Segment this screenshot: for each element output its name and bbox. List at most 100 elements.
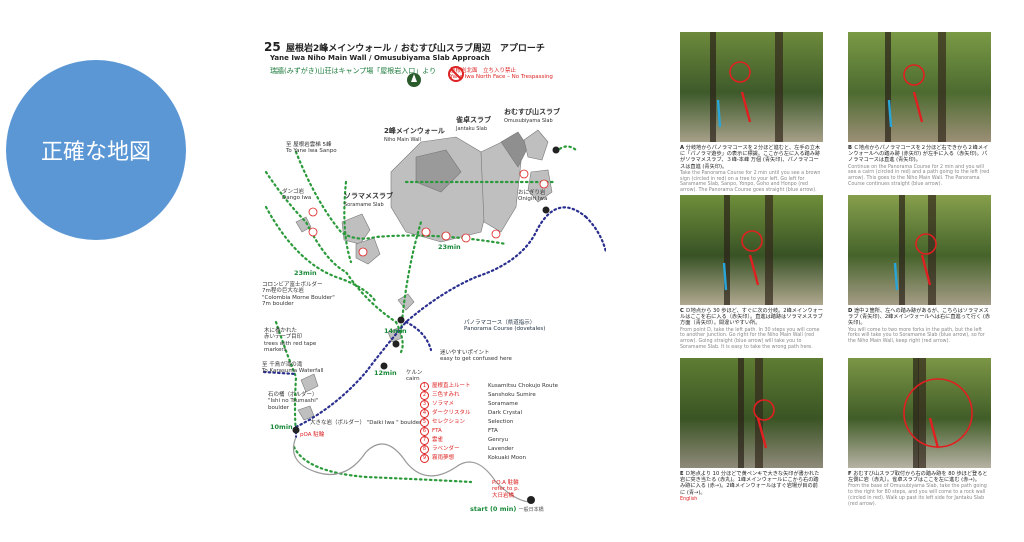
caption-en: Take the Panorama Course for 2 min until… [680, 170, 821, 194]
red-circle-marker [753, 399, 775, 421]
route-name-jp: 雲雀 [432, 437, 444, 443]
photo-step: C Ｄ地点から 30 歩ほど、すぐに次の分岐。2峰メインウォールはここを右に入る… [680, 195, 823, 352]
red-arrow [920, 254, 932, 286]
route-number: 3 [420, 400, 429, 409]
caption-jp: F おむすび山スラブ取付から右の踏み跡を 80 歩ほど登ると左側に岩（赤丸）。雀… [848, 471, 988, 484]
photo-guide: A 分岐地からパノラマコースを２分ほど進むと、左手の立木に「パノラマ遊歩」の表示… [680, 32, 1000, 522]
route-name-en: FTA [488, 428, 498, 434]
time-10: 10min [270, 423, 293, 431]
caption-jp: C Ｄ地点から 30 歩ほど、すぐに次の分岐。2峰メインウォールはここを右に入る… [680, 308, 823, 327]
map-subtitle: 瑞牆(みずがき)山荘はキャンプ場「屋根岩入口」より [270, 67, 437, 75]
caption-jp: E Ｄ地点より 10 分ほどで黄ペンキで大きな矢印が書かれた岩に突き当たる (赤… [680, 471, 820, 496]
red-circle-marker [741, 230, 763, 252]
daiki-label: 大きな岩（ボルダー） "Daiki Iwa " boulder [310, 420, 422, 426]
caption-en: Continue on the Panorama Course for 2 mi… [848, 164, 990, 187]
photo-step: F おむすび山スラブ取付から右の踏み跡を 80 歩ほど登ると左側に岩（赤丸）。雀… [848, 358, 991, 508]
route-name-jp: 屋根直上ルート [432, 383, 471, 389]
map-title: 屋根岩2峰メインウォール / おむすび山スラブ周辺 アプローチ [286, 44, 545, 54]
start-label: start (0 min) 一般日本橋 [470, 505, 544, 513]
accurate-map-badge: 正確な地図 [6, 60, 186, 240]
blue-arrow [893, 262, 899, 291]
ishi-label: 石の桶（ボルダー）"Ishi no Tsumashi"boulder [268, 392, 319, 411]
route-number: 6 [420, 427, 429, 436]
route-number: 7 [420, 436, 429, 445]
caption-extra: English [680, 496, 698, 502]
time-23-b: 23min [294, 269, 317, 277]
trail-photo [680, 32, 823, 142]
photo-step: D 途中２箇所、左への踏み跡があるが、こちらはソラマメスラブ (青矢印)、2峰メ… [848, 195, 991, 346]
caption-jp: A 分岐地からパノラマコースを２分ほど進むと、左手の立木に「パノラマ遊歩」の表示… [680, 145, 821, 170]
route-number: 2 [420, 391, 429, 400]
red-arrow [912, 91, 924, 123]
blue-arrow [887, 99, 893, 128]
route-number: 1 [420, 382, 429, 391]
trail-photo [848, 195, 991, 305]
route-name-en: Sanshoku Sumire [488, 392, 536, 398]
approach-map: 25 屋根岩2峰メインウォール / おむすび山スラブ周辺 アプローチ Yane … [256, 32, 606, 522]
trail-photo [848, 32, 991, 142]
caption-en: You will come to two more forks in the p… [848, 327, 985, 345]
point-markers [292, 146, 560, 504]
red-circle-marker [729, 61, 751, 83]
route-name-jp: ラベンダー [432, 446, 460, 452]
map-canvas [262, 66, 606, 504]
route-number: 8 [420, 445, 429, 454]
time-23-a: 23min [438, 243, 461, 251]
poa-label: pOA 駐輪 [300, 432, 325, 438]
red-arrow [740, 91, 752, 123]
no-entry-icon [448, 66, 464, 82]
route-name-en: Genryu [488, 437, 509, 443]
route-name-en: Kokuaki Moon [488, 455, 526, 461]
route-name-en: Selection [488, 419, 514, 425]
time-14: 14min [384, 327, 407, 335]
route-name-jp: 霧雨夢想 [432, 455, 455, 461]
blue-arrow [716, 99, 722, 128]
trail-photo [680, 358, 823, 468]
photo-step: E Ｄ地点より 10 分ほどで黄ペンキで大きな矢印が書かれた岩に突き当たる (赤… [680, 358, 823, 502]
badge-label: 正確な地図 [40, 140, 151, 165]
red-circle-marker [903, 64, 925, 86]
map-title-en: Yane Iwa Niho Main Wall / Omusubiyama Sl… [270, 54, 490, 62]
route-markers [308, 169, 549, 257]
red-circle-marker [915, 233, 937, 255]
route-name-jp: 三色すみれ [432, 392, 460, 398]
trail-photo [680, 195, 823, 305]
route-name-en: Dark Crystal [488, 410, 523, 416]
page-number: 25 [264, 40, 281, 54]
route-number: 4 [420, 409, 429, 418]
caption-en: From the base of Omusubiyama Slab, take … [848, 484, 987, 507]
route-name-jp: ソラマメ [432, 401, 455, 407]
panorama-label: パノラマコース（県道指示）Panorama Course (dovetales) [464, 320, 546, 333]
trail-photo [848, 358, 991, 468]
road [292, 436, 532, 503]
red-arrow [748, 254, 760, 286]
route-name-en: Kusamitsu Chokujo Route [488, 383, 558, 389]
photo-step: A 分岐地からパノラマコースを２分ほど進むと、左手の立木に「パノラマ遊歩」の表示… [680, 32, 823, 195]
route-number: 9 [420, 454, 429, 463]
photo-step: B Ｃ地点からパノラマコースを２分ほど右できから２峰メインウォールへの踏み跡 (… [848, 32, 991, 189]
route-name-jp: ダークリスタル [432, 410, 471, 416]
